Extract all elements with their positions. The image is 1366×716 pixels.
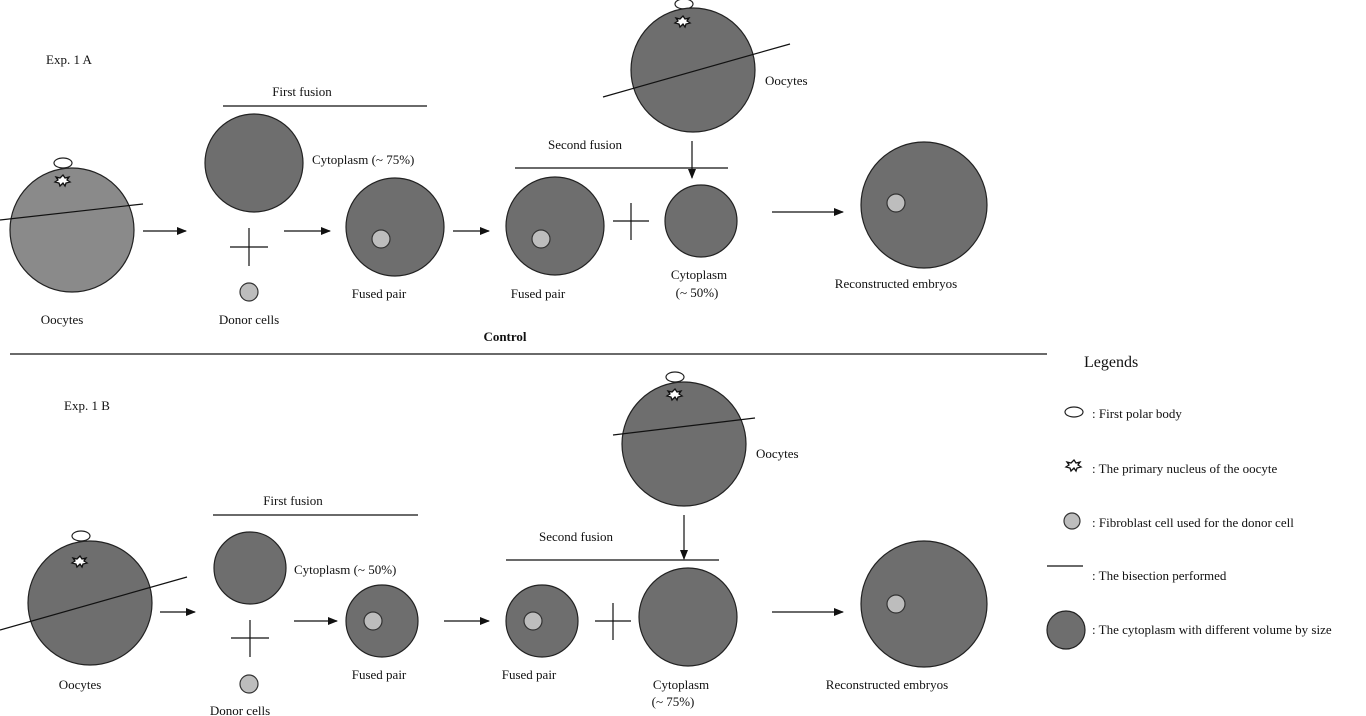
exp-1b-oocyte-left — [0, 530, 188, 666]
experiment-1a: Exp. 1 A Oocytes First fusion Cytoplasm … — [0, 0, 988, 327]
exp-1a-oocytes-left-label: Oocytes — [41, 312, 84, 327]
primary-nucleus-icon — [665, 387, 684, 402]
exp-1b-oocytes-top-label: Oocytes — [756, 446, 799, 461]
bisection-line — [0, 576, 188, 631]
exp-1b-oocytes-left-label: Oocytes — [59, 677, 102, 692]
primary-nucleus-icon — [673, 14, 692, 29]
exp-1b-oocyte-top — [612, 371, 756, 507]
oocyte-cytoplasm — [9, 167, 135, 293]
polar-body-icon — [53, 157, 73, 169]
exp-1a-cytoplasm-2-label-line1: Cytoplasm — [671, 267, 727, 282]
exp-1a-cytoplasm-2-label-line2: (~ 50%) — [676, 285, 719, 300]
bisection-line — [612, 417, 756, 436]
experiment-1b: Exp. 1 B Oocytes First fusion Cytoplasm … — [0, 371, 988, 716]
bisection-line — [602, 43, 791, 98]
donor-cell — [886, 193, 906, 213]
exp-1b-donor-cells-label: Donor cells — [210, 703, 270, 716]
exp-1b-cytoplasm-2-label-line1: Cytoplasm — [653, 677, 709, 692]
cytoplasm-portion — [213, 531, 287, 605]
exp-1b-first-fusion-label: First fusion — [263, 493, 323, 508]
donor-cell — [523, 611, 543, 631]
exp-1a-donor-cells-label: Donor cells — [219, 312, 279, 327]
oocyte-cytoplasm — [630, 7, 756, 133]
legend-item-bisection: : The bisection performed — [1092, 568, 1227, 583]
exp-1a-oocyte-top — [602, 0, 791, 133]
fused-pair-cytoplasm — [505, 176, 605, 276]
control-label: Control — [483, 329, 526, 344]
primary-nucleus-icon — [70, 554, 89, 569]
exp-1a-oocytes-top-label: Oocytes — [765, 73, 808, 88]
exp-1b-second-fusion-label: Second fusion — [539, 529, 614, 544]
reconstructed-embryo — [860, 141, 988, 269]
legend-title: Legends — [1084, 354, 1138, 371]
exp-1b-reconstructed-label: Reconstructed embryos — [826, 677, 948, 692]
plus-icon — [613, 203, 649, 240]
exp-1a-reconstructed-label: Reconstructed embryos — [835, 276, 957, 291]
polar-body-icon — [71, 530, 91, 542]
exp-1a-cytoplasm-1-label: Cytoplasm (~ 75%) — [312, 152, 414, 167]
donor-cell — [886, 594, 906, 614]
fibroblast-cell-icon — [1063, 512, 1081, 530]
donor-cell — [371, 229, 391, 249]
polar-body-icon — [665, 371, 685, 383]
legend-item-primary-nucleus: : The primary nucleus of the oocyte — [1092, 461, 1278, 476]
exp-1a-second-fusion-label: Second fusion — [548, 137, 623, 152]
exp-1a-fused-pair-2-label: Fused pair — [511, 286, 566, 301]
legend-item-polar-body: : First polar body — [1092, 406, 1182, 421]
reconstructed-embryo — [860, 540, 988, 668]
plus-icon — [231, 620, 269, 657]
exp-1a-first-fusion-label: First fusion — [272, 84, 332, 99]
exp-1b-fused-pair-1-label: Fused pair — [352, 667, 407, 682]
exp-1b-fused-pair-2-label: Fused pair — [502, 667, 557, 682]
cytoplasm-portion — [638, 567, 738, 667]
polar-body-icon — [1064, 406, 1084, 418]
oocyte-cytoplasm — [27, 540, 153, 666]
donor-cell — [239, 282, 259, 302]
primary-nucleus-icon — [1064, 458, 1083, 473]
plus-icon — [595, 603, 631, 640]
plus-icon — [230, 228, 268, 266]
donor-cell — [363, 611, 383, 631]
donor-cell — [239, 674, 259, 694]
exp-1b-cytoplasm-1-label: Cytoplasm (~ 50%) — [294, 562, 396, 577]
legend-item-fibroblast: : Fibroblast cell used for the donor cel… — [1092, 515, 1294, 530]
exp-1b-cytoplasm-2-label-line2: (~ 75%) — [652, 694, 695, 709]
bisection-line — [0, 203, 144, 221]
donor-cell — [531, 229, 551, 249]
exp-1a-oocyte-left — [0, 157, 144, 293]
legend: Legends : First polar body : The primary… — [1046, 354, 1332, 650]
cytoplasm-icon — [1046, 610, 1086, 650]
cytoplasm-portion — [204, 113, 304, 213]
exp-1a-label: Exp. 1 A — [46, 52, 92, 67]
oocyte-cytoplasm — [621, 381, 747, 507]
exp-1b-label: Exp. 1 B — [64, 398, 110, 413]
exp-1a-fused-pair-1-label: Fused pair — [352, 286, 407, 301]
primary-nucleus-icon — [53, 173, 72, 188]
legend-item-cytoplasm: : The cytoplasm with different volume by… — [1092, 622, 1332, 637]
cytoplasm-portion — [664, 184, 738, 258]
fused-pair-cytoplasm — [345, 177, 445, 277]
